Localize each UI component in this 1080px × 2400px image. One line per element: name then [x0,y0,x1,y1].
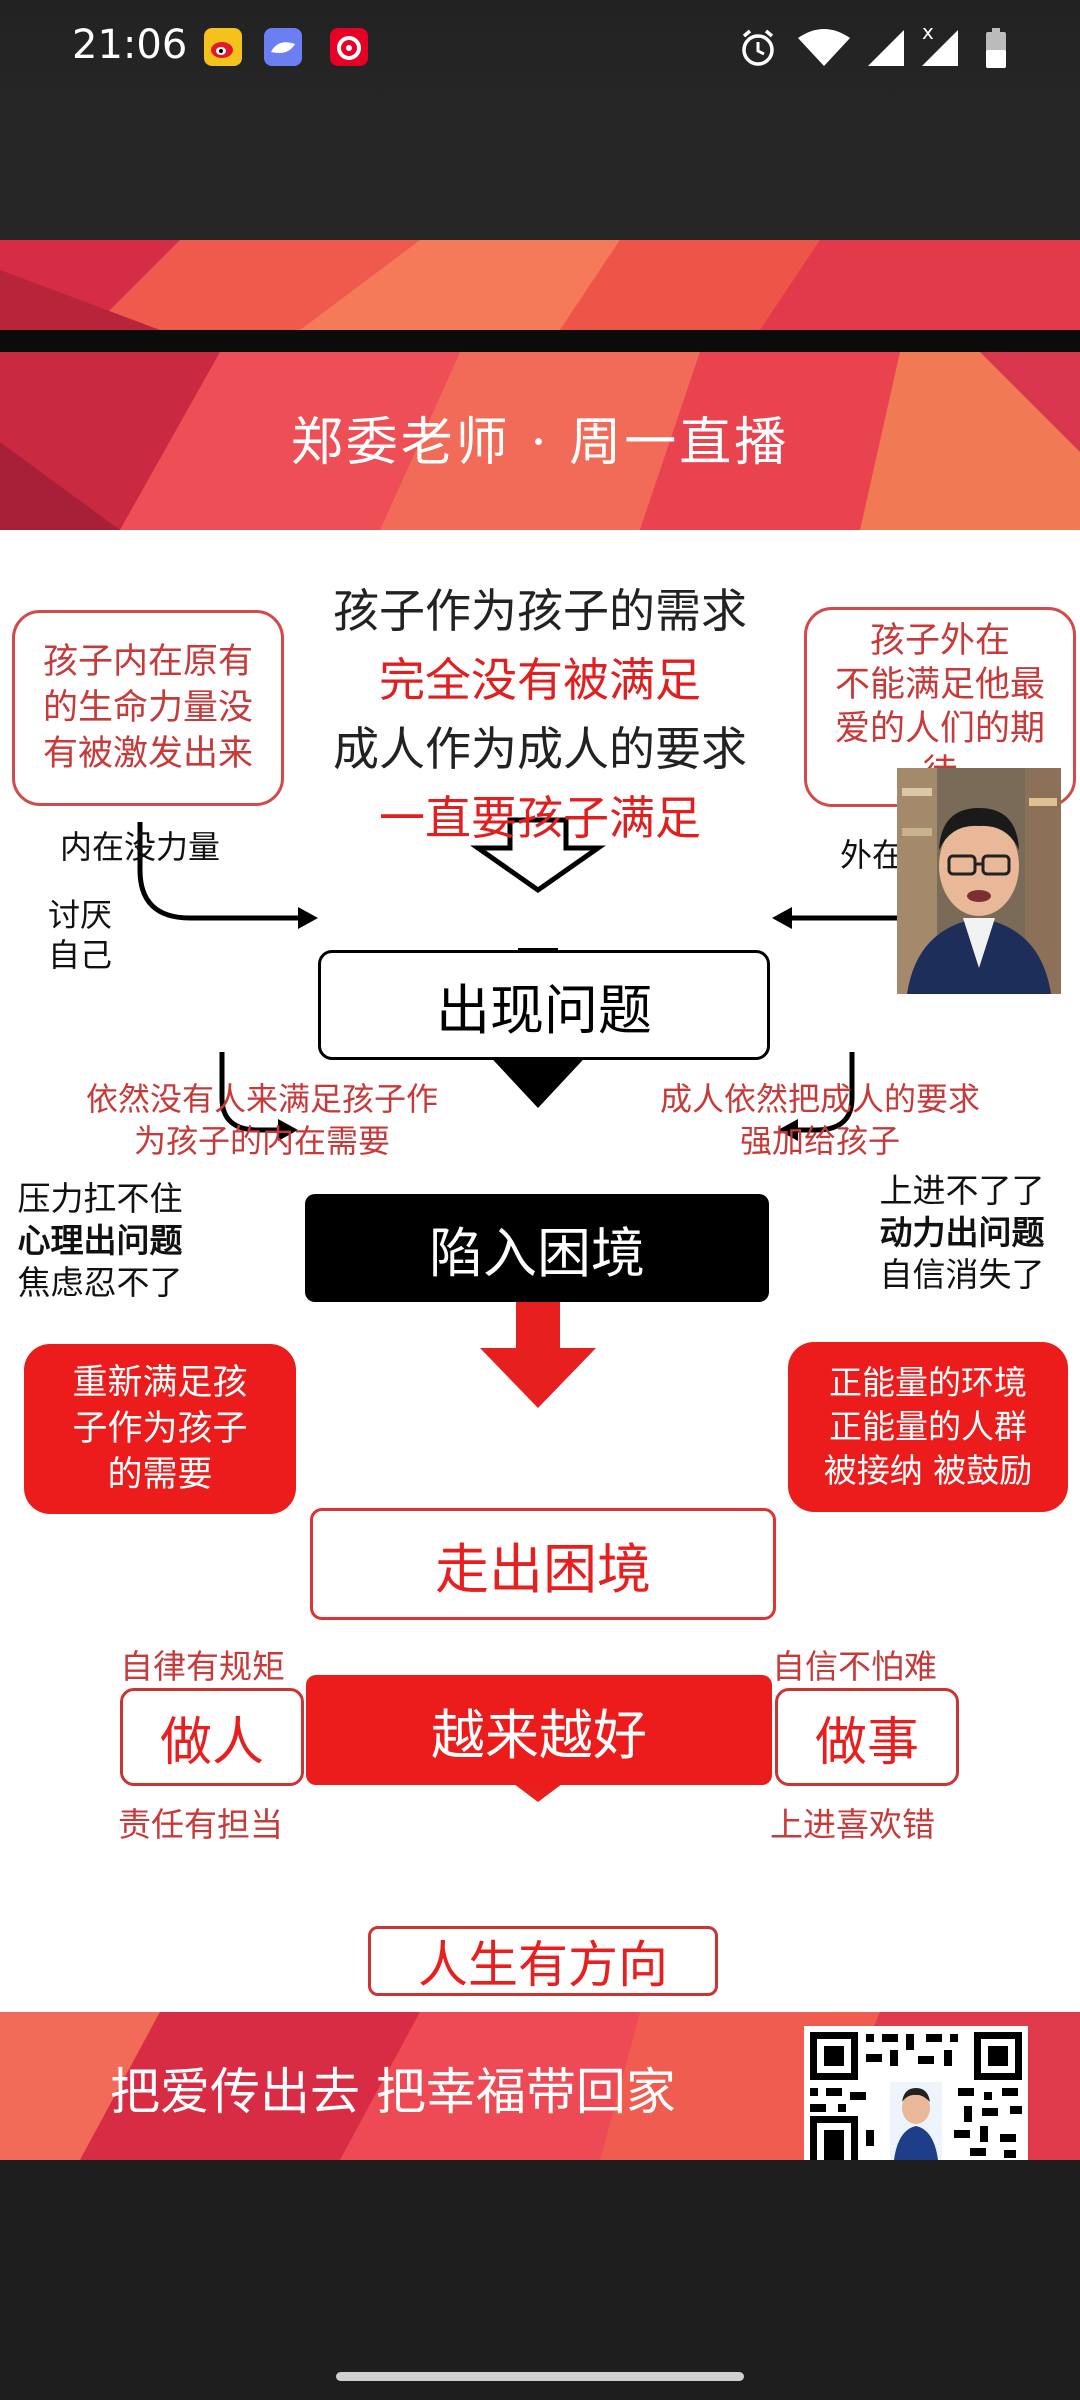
stage-better-label: 越来越好 [431,1703,647,1767]
qr-code-icon[interactable] [804,2026,1028,2160]
motivation-notes: 上进不了了 动力出问题 自信消失了 [862,1170,1062,1296]
gesture-nav-bar[interactable] [336,2372,744,2381]
video-bottom-letterbox [0,2160,1080,2400]
stage-problem-box: 出现问题 [318,950,770,1060]
person-box: 做人 [120,1688,304,1786]
person-top-note: 自律有规矩 [120,1647,285,1686]
hate-self-line-2: 自己 [48,936,113,974]
middle-right-note: 成人依然把成人的要求 强加给孩子 [610,1078,1030,1162]
signal-icon [866,28,906,72]
bird-app-icon [264,28,302,66]
left-curve-arrow [137,822,305,921]
footer-slogan: 把爱传出去 把幸福带回家 [110,2063,676,2121]
motivation-line-2: 动力出问题 [879,1213,1045,1252]
top-line-3: 成人作为成人的要求 [333,722,747,776]
hollow-down-arrow [470,817,606,894]
outer-line-2: 不能满足他最 [834,665,1045,705]
outer-line-1: 孩子外在 [869,621,1010,661]
stage-direction-box: 人生有方向 [368,1926,718,1996]
video-top-letterbox [0,110,1080,240]
inner-strength-line-2: 的生命力量没 [42,688,253,728]
status-time: 21:06 [72,22,188,68]
header-title: 郑委老师 · 周一直播 [290,413,790,473]
pressure-notes: 压力扛不住 心理出问题 焦虑忍不了 [0,1178,200,1304]
signal-x-mark: x [922,20,934,44]
battery-icon [986,28,1006,72]
top-line-1: 孩子作为孩子的需求 [333,584,747,638]
inner-strength-line-3: 有被激发出来 [42,734,253,774]
motivation-line-3: 自信消失了 [879,1255,1045,1294]
person-label: 做人 [159,1712,264,1773]
solution-left-box: 重新满足孩 子作为孩子 的需要 [24,1344,296,1514]
inner-strength-box: 孩子内在原有 的生命力量没 有被激发出来 [12,610,284,806]
banner-head-decoration [0,352,1080,530]
netease-music-icon [330,28,368,66]
work-bottom-note: 上进喜欢错 [770,1805,935,1844]
stage-escape-box: 走出困境 [310,1508,776,1620]
stage-escape-label: 走出困境 [435,1537,651,1601]
person-bottom-note: 责任有担当 [118,1805,283,1844]
pressure-line-2: 心理出问题 [17,1221,183,1260]
weibo-icon [204,28,242,66]
inner-strength-line-1: 孩子内在原有 [42,642,253,682]
work-label: 做事 [814,1712,919,1773]
solution-right-line-1: 正能量的环境 [829,1363,1027,1402]
solution-right-line-2: 正能量的人群 [829,1407,1027,1446]
banner-divider [0,330,1080,352]
top-line-2: 完全没有被满足 [379,653,701,707]
signal-x-icon [920,28,960,72]
hate-self-line-1: 讨厌 [48,896,113,934]
outer-caption: 外在 [840,836,905,874]
stage-trapped-box: 陷入困境 [305,1194,769,1302]
video-frame[interactable]: 郑委老师 · 周一直播 孩子作为孩子的需求 完全没有被满足 成人作为成人的要求 … [0,240,1080,2160]
work-top-note: 自信不怕难 [772,1647,937,1686]
middle-left-line-1: 依然没有人来满足孩子作 [85,1080,438,1118]
middle-right-line-2: 强加给孩子 [739,1122,900,1160]
hate-self-label: 讨厌 自己 [48,895,112,975]
alarm-icon [736,26,780,74]
stage-better-box: 越来越好 [306,1675,772,1785]
middle-right-line-1: 成人依然把成人的要求 [659,1080,980,1118]
solution-left-line-3: 的需要 [107,1455,213,1495]
solution-right-box: 正能量的环境 正能量的人群 被接纳 被鼓励 [788,1342,1068,1512]
solution-left-line-2: 子作为孩子 [72,1409,248,1449]
stage-problem-label: 出现问题 [436,978,652,1042]
work-box: 做事 [775,1688,959,1786]
top-line-4: 一直要孩子满足 [379,791,701,845]
wifi-icon [796,28,852,72]
pressure-line-1: 压力扛不住 [17,1179,183,1218]
stage-trapped-label: 陷入困境 [429,1221,645,1285]
pressure-line-3: 焦虑忍不了 [17,1263,183,1302]
motivation-line-1: 上进不了了 [879,1171,1045,1210]
middle-left-line-2: 为孩子的内在需要 [133,1122,390,1160]
presenter-thumbnail[interactable] [897,768,1061,994]
outer-line-3: 爱的人们的期 [834,709,1045,749]
inner-caption: 内在没力量 [60,828,221,866]
solution-left-line-1: 重新满足孩 [72,1363,248,1403]
middle-left-note: 依然没有人来满足孩子作 为孩子的内在需要 [52,1078,472,1162]
solution-right-line-3: 被接纳 被鼓励 [823,1451,1033,1490]
red-down-arrow-1 [480,1198,596,1408]
banner-top-decoration [0,240,1080,330]
stage-direction-label: 人生有方向 [418,1936,668,1994]
